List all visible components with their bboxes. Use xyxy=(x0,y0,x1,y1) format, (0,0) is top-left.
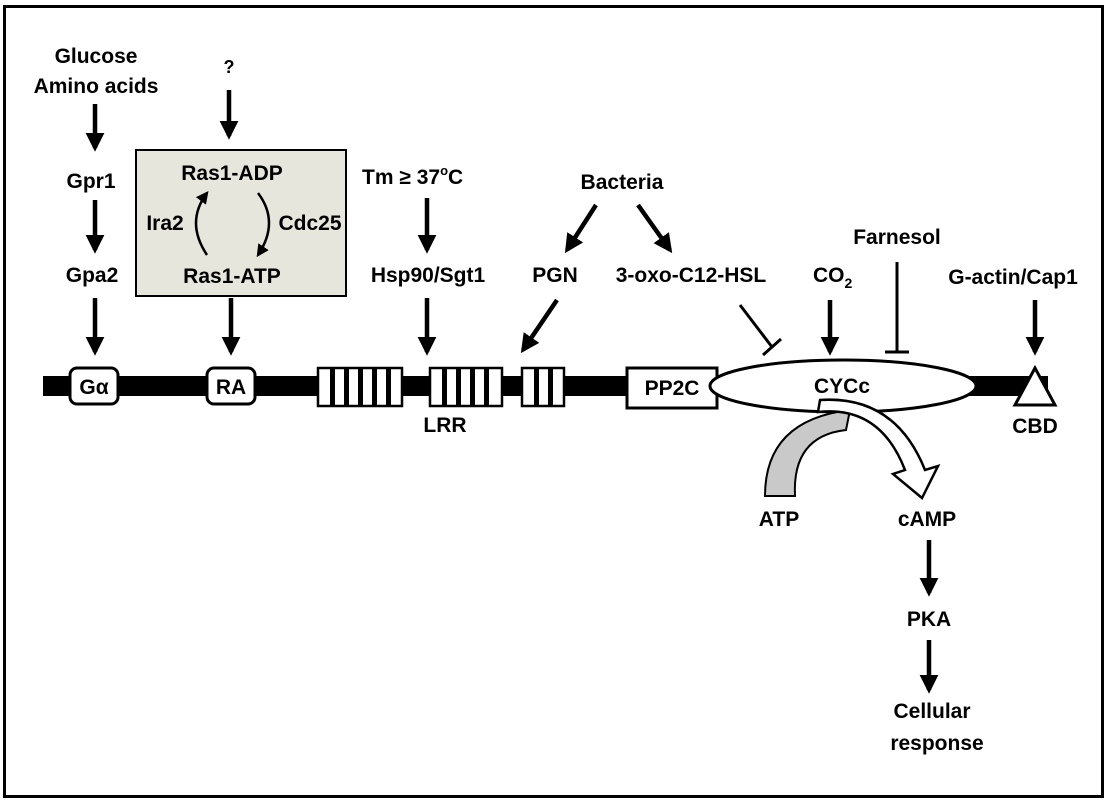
co2-label: CO2 xyxy=(813,264,853,291)
cdc25-label: Cdc25 xyxy=(278,212,341,235)
response-label: response xyxy=(890,732,983,755)
pgn-label: PGN xyxy=(532,264,578,287)
arrow-bacteria-hsl xyxy=(636,203,673,254)
pka-label: PKA xyxy=(907,608,951,631)
ra-domain xyxy=(205,366,257,406)
arc-cdc25 xyxy=(256,192,271,258)
temperature-prefix: Tm ≥ 37 xyxy=(362,166,440,189)
cycc-label: CYCc xyxy=(814,375,870,398)
ras-adp-label: Ras1-ADP xyxy=(181,162,283,185)
ras-cycle-box xyxy=(135,149,347,297)
arrow-pgn-lrr xyxy=(520,298,559,354)
glucose-label: Glucose xyxy=(55,45,138,68)
pp2c-domain xyxy=(625,366,719,410)
temperature-unit: C xyxy=(448,166,463,189)
arrow-bacteria-pgn xyxy=(564,203,598,254)
cellular-label: Cellular xyxy=(893,700,970,723)
unknown-signal-label: ? xyxy=(224,57,235,77)
lrr-label: LRR xyxy=(423,414,466,437)
gpr1-label: Gpr1 xyxy=(66,170,115,193)
galpha-label: Gα xyxy=(79,376,108,399)
temperature-label: Tm ≥ 37oC xyxy=(362,163,463,189)
inhibit-hsl-bar xyxy=(762,337,782,357)
pp2c-label: PP2C xyxy=(645,377,700,400)
amino-acids-label: Amino acids xyxy=(34,75,159,98)
arc-ira2 xyxy=(194,191,209,256)
atp-arc xyxy=(763,408,852,497)
cbd-domain xyxy=(1012,364,1058,407)
camp-arc-arrow xyxy=(816,398,941,500)
farnesol-label: Farnesol xyxy=(853,226,941,249)
atp-label: ATP xyxy=(759,508,799,531)
hsl-label: 3-oxo-C12-HSL xyxy=(616,264,767,287)
bacteria-label: Bacteria xyxy=(581,171,664,194)
ra-label: RA xyxy=(216,376,246,399)
ras-atp-label: Ras1-ATP xyxy=(183,265,281,288)
hsp90-label: Hsp90/Sgt1 xyxy=(371,264,486,287)
gpa2-label: Gpa2 xyxy=(66,264,119,287)
gactin-label: G-actin/Cap1 xyxy=(948,266,1078,289)
temperature-degree: o xyxy=(440,163,448,178)
galpha-domain xyxy=(68,366,120,406)
lrr-repeat-dividers xyxy=(330,368,553,406)
ira2-label: Ira2 xyxy=(146,212,183,235)
co2-base: CO xyxy=(813,264,845,287)
co2-subscript: 2 xyxy=(845,275,853,291)
inhibit-hsl-cycc xyxy=(738,304,774,348)
lrr-repeats xyxy=(316,366,566,408)
camp-label: cAMP xyxy=(898,508,956,531)
cbd-label: CBD xyxy=(1012,415,1058,438)
